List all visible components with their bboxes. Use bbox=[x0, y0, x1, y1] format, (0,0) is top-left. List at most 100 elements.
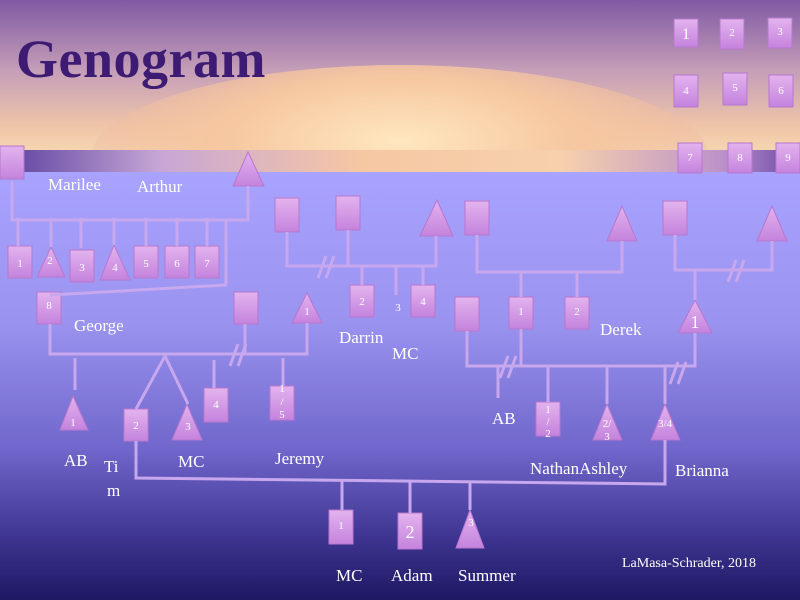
legend-square-3 bbox=[767, 17, 793, 49]
legend-square-1 bbox=[673, 18, 699, 48]
legend-number-4: 4 bbox=[683, 85, 689, 97]
node-label: 4 bbox=[213, 399, 219, 411]
node-label: / bbox=[546, 416, 550, 428]
legend-number-3: 3 bbox=[777, 26, 783, 38]
name-adam: Adam bbox=[391, 566, 433, 585]
node-label: 1 bbox=[279, 383, 285, 395]
legend-number-6: 6 bbox=[778, 85, 784, 97]
node-label: 2 bbox=[47, 255, 53, 267]
right-child-1-square bbox=[508, 296, 534, 330]
node-label: 1 bbox=[518, 306, 524, 318]
node-label: 2/ bbox=[602, 418, 612, 430]
right-father-square bbox=[464, 200, 490, 236]
right-wife-square bbox=[454, 296, 480, 332]
marilee-square bbox=[0, 145, 25, 180]
mid-split-line bbox=[316, 255, 336, 279]
jeremy-square bbox=[269, 385, 295, 421]
mid-mother-square bbox=[335, 195, 361, 231]
child-1-square bbox=[7, 245, 33, 279]
node-label: 3 bbox=[604, 431, 610, 443]
derek-children-line bbox=[496, 366, 667, 404]
child-4-triangle bbox=[99, 243, 131, 281]
legend-square-8 bbox=[727, 142, 753, 174]
node-label: 1 bbox=[304, 306, 310, 318]
ab-left-triangle bbox=[59, 394, 89, 431]
child-7-square bbox=[194, 245, 220, 279]
name-ab-left: AB bbox=[64, 451, 88, 470]
derek-marriage-line bbox=[465, 329, 697, 368]
mid-child-4-square bbox=[410, 284, 436, 318]
g-child-4-square bbox=[203, 387, 229, 423]
far-father-square bbox=[662, 200, 688, 236]
george-wife-square bbox=[233, 291, 259, 325]
name-marilee: Marilee bbox=[48, 175, 101, 194]
gen4-children-line bbox=[340, 480, 472, 513]
child-6-square bbox=[164, 245, 190, 279]
page-title: Genogram bbox=[16, 29, 266, 89]
name-mc-bottom: MC bbox=[336, 566, 363, 585]
legend-square-7 bbox=[677, 142, 703, 174]
child-3-square bbox=[69, 249, 95, 283]
name-derek: Derek bbox=[600, 320, 642, 339]
george-children-line bbox=[73, 355, 285, 410]
mid-partner-triangle bbox=[419, 198, 454, 237]
name-tim-line1: Ti bbox=[104, 457, 119, 476]
credit-text: LaMasa-Schrader, 2018 bbox=[622, 556, 756, 571]
name-summer: Summer bbox=[458, 566, 516, 585]
node-label: 8 bbox=[46, 300, 52, 312]
node-label: / bbox=[280, 396, 284, 408]
legend-square-5 bbox=[722, 72, 748, 106]
name-brianna: Brianna bbox=[675, 461, 729, 480]
node-label: 3 bbox=[468, 517, 474, 529]
legend-number-2: 2 bbox=[729, 27, 735, 39]
node-label: 2 bbox=[133, 420, 139, 432]
name-nathan-ashley: NathanAshley bbox=[530, 459, 628, 478]
right-children-line bbox=[519, 272, 579, 297]
mc-bottom-square bbox=[328, 509, 354, 545]
far-marriage-line bbox=[673, 235, 774, 272]
name-ab-right: AB bbox=[492, 409, 516, 428]
legend-square-9 bbox=[775, 142, 800, 174]
legend-number-1: 1 bbox=[682, 26, 690, 43]
mid-marriage-line bbox=[285, 230, 438, 268]
far-mother-triangle bbox=[756, 204, 788, 242]
legend-square-6 bbox=[768, 74, 794, 108]
tim-brianna-marriage-line bbox=[134, 440, 667, 486]
node-label: 2 bbox=[359, 296, 365, 308]
node-label: 3 bbox=[79, 262, 85, 274]
right-marriage-line bbox=[475, 235, 624, 274]
legend-number-8: 8 bbox=[737, 152, 743, 164]
summer-triangle bbox=[455, 508, 485, 549]
node-label: 3 bbox=[395, 302, 401, 314]
node-label: 1 bbox=[338, 520, 344, 532]
mid-children-line bbox=[360, 266, 425, 295]
child-2-triangle bbox=[36, 245, 66, 278]
node-label: 5 bbox=[143, 258, 149, 270]
node-label: 5 bbox=[279, 409, 285, 421]
name-mc-darrin: MC bbox=[392, 344, 419, 363]
legend-number-7: 7 bbox=[687, 152, 693, 164]
node-label: 2 bbox=[405, 522, 415, 542]
mc-mid-triangle bbox=[171, 402, 203, 441]
legend-number-9: 9 bbox=[785, 152, 791, 164]
arthur-triangle bbox=[232, 150, 265, 187]
name-darrin: Darrin bbox=[339, 328, 384, 347]
far-split-line bbox=[726, 259, 746, 283]
legend-square-4 bbox=[673, 74, 699, 108]
derek-split-line bbox=[498, 355, 688, 385]
gen1-children-line bbox=[16, 218, 228, 297]
mid-father-square bbox=[274, 197, 300, 233]
node-label: 1 bbox=[70, 417, 76, 429]
name-george: George bbox=[74, 316, 124, 335]
node-label: 2 bbox=[574, 306, 580, 318]
node-label: 4 bbox=[420, 296, 426, 308]
node-label: 2 bbox=[545, 428, 551, 440]
ashley-triangle bbox=[592, 402, 623, 441]
node-label: 7 bbox=[204, 258, 210, 270]
node-label: 3 bbox=[185, 421, 191, 433]
gen1-marriage-line bbox=[10, 181, 250, 222]
node-label: 1 bbox=[17, 258, 23, 270]
george-split-line bbox=[228, 343, 248, 367]
name-tim-line2: m bbox=[107, 481, 121, 500]
